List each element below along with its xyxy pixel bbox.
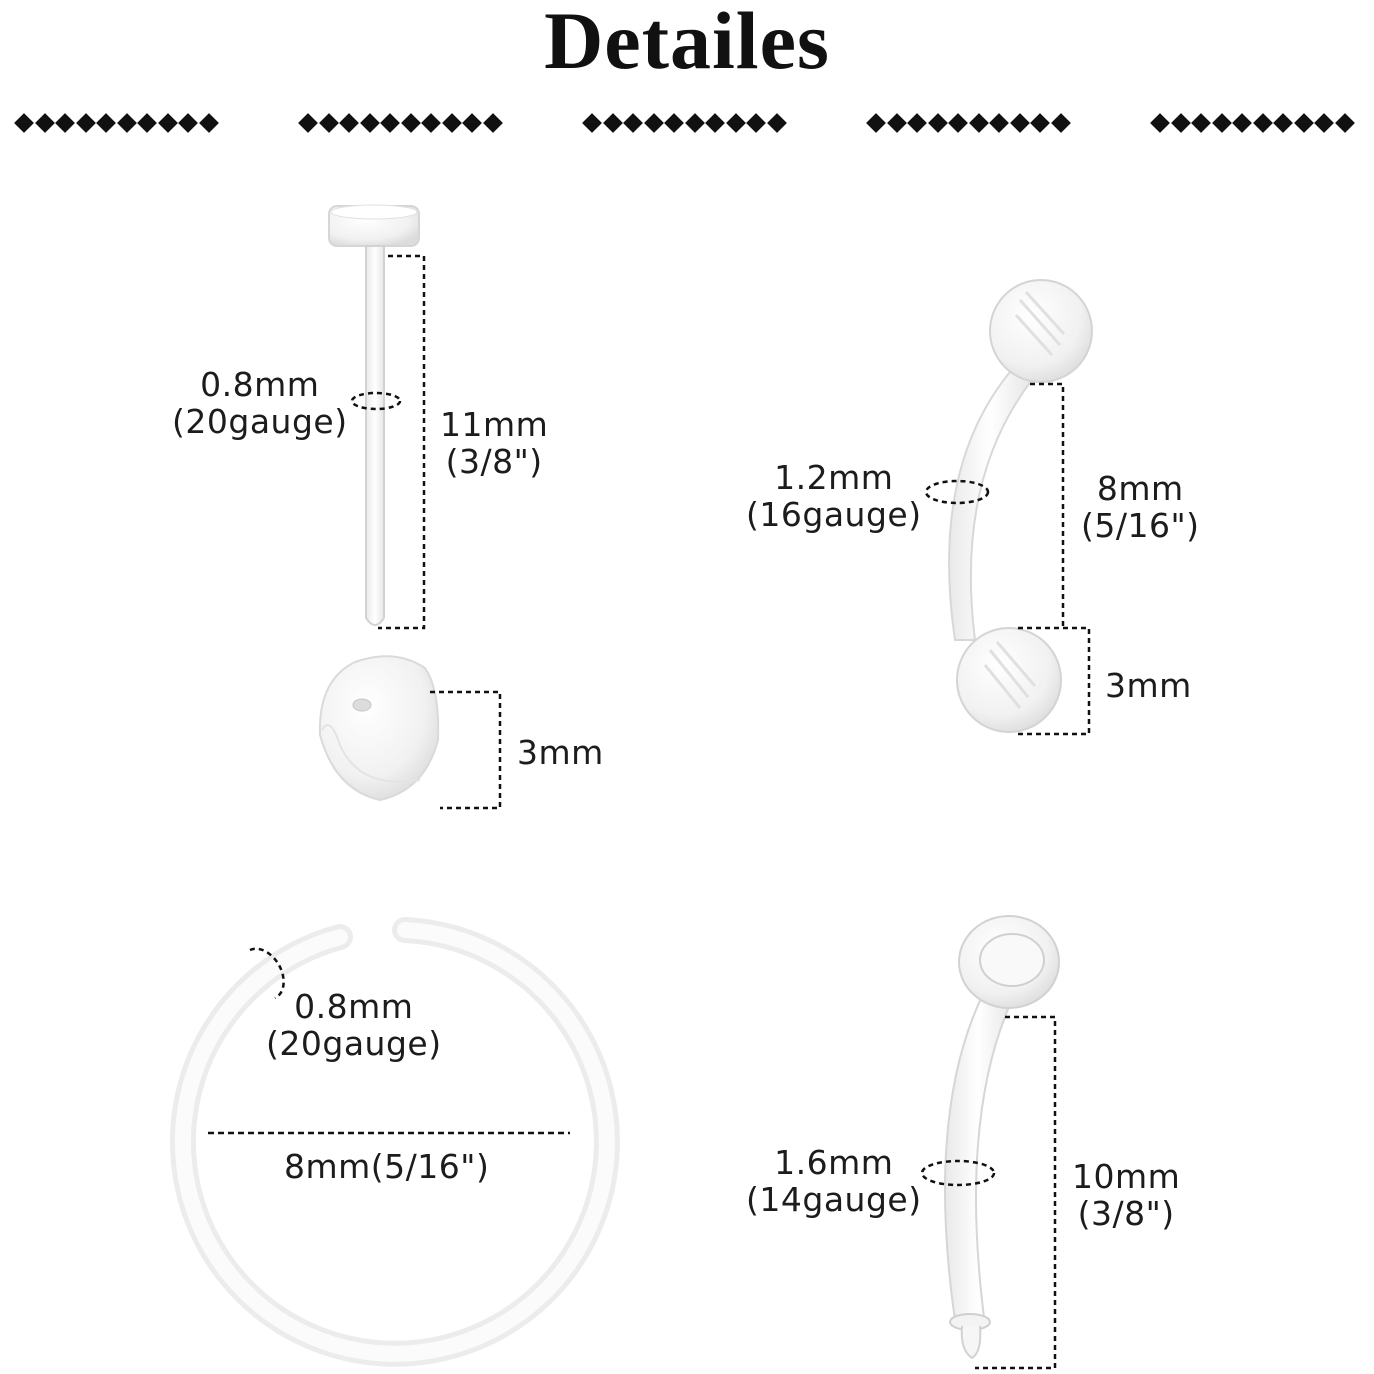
page-title: Detailes xyxy=(544,0,830,86)
flat-back-stud-illustration xyxy=(328,204,420,626)
retainer-gauge-label: 1.6mm(14gauge) xyxy=(746,1143,922,1219)
stud-gauge-label: 0.8mm(20gauge) xyxy=(172,365,348,441)
earring-back-size-label: 3mm xyxy=(517,733,604,772)
curved-barbell-illustration xyxy=(948,279,1093,733)
curved-retainer-illustration xyxy=(944,915,1060,1360)
hoop-gauge-label: 0.8mm(20gauge) xyxy=(266,987,442,1063)
stud-length-label: 11mm(3/8") xyxy=(440,405,549,481)
barbell-ball-size-label: 3mm xyxy=(1105,666,1192,705)
retainer-length-label: 10mm(3/8") xyxy=(1072,1157,1181,1233)
barbell-length-label: 8mm(5/16") xyxy=(1081,469,1200,545)
hoop-diameter-label: 8mm(5/16") xyxy=(284,1147,490,1186)
barbell-gauge-label: 1.2mm(16gauge) xyxy=(746,458,922,534)
nose-hoop-illustration xyxy=(169,917,620,1367)
earring-back-illustration xyxy=(318,655,440,802)
